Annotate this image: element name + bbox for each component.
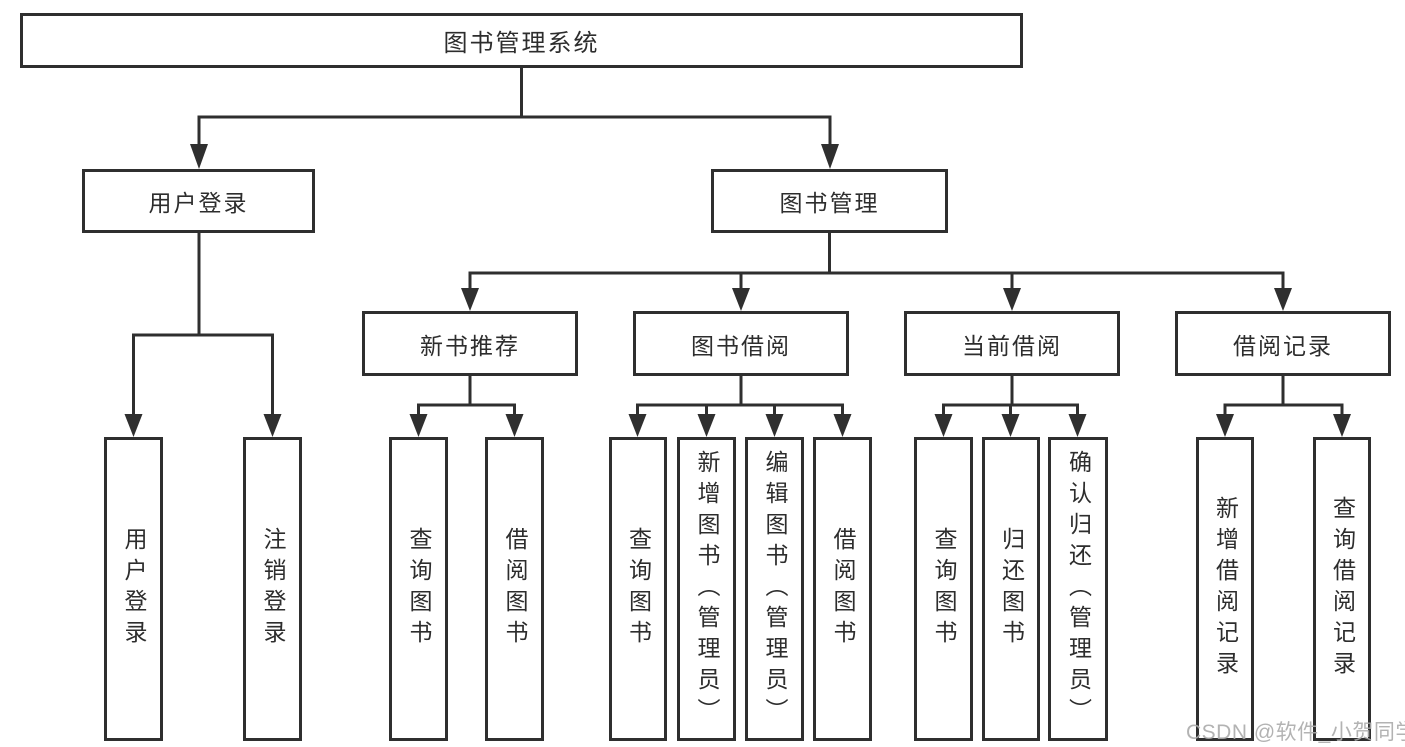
node-label: 图书管理 xyxy=(779,190,880,216)
node-label: 查询借阅记录 xyxy=(1329,496,1356,682)
arrowhead-icon xyxy=(1001,414,1020,437)
node-user-login: 用户登录 xyxy=(82,169,315,233)
leaf-confirm-return-admin: 确认归还（管理员） xyxy=(1048,437,1108,741)
connector-current-borrow-split xyxy=(934,374,1087,437)
node-current-borrowing: 当前借阅 xyxy=(904,311,1120,376)
leaf-logout: 注销登录 xyxy=(243,437,302,741)
node-label: 当前借阅 xyxy=(962,332,1062,359)
arrowhead-icon xyxy=(732,288,750,311)
node-label: 归还图书 xyxy=(998,527,1025,651)
node-book-borrowing: 图书借阅 xyxy=(633,311,849,376)
arrowhead-icon xyxy=(461,288,479,311)
connector-new-book-split xyxy=(409,374,524,437)
node-label: 查询图书 xyxy=(406,527,432,651)
leaf-query-books-borrowing: 查询图书 xyxy=(609,437,667,741)
connector-borrow-record-split xyxy=(1216,374,1351,437)
node-label: 新增借阅记录 xyxy=(1212,496,1239,682)
arrowhead-icon xyxy=(628,414,647,437)
leaf-query-books-recommend: 查询图书 xyxy=(389,437,448,741)
arrowhead-icon xyxy=(1216,414,1234,437)
node-label: 注销登录 xyxy=(260,527,286,651)
node-label: 借阅记录 xyxy=(1233,332,1333,359)
node-label: 查询图书 xyxy=(931,527,957,651)
arrowhead-icon xyxy=(409,414,428,437)
watermark: CSDN @软件_小贺同学 xyxy=(1186,721,1405,744)
node-label: 查询图书 xyxy=(625,527,652,651)
arrowhead-icon xyxy=(1003,288,1021,311)
node-library-system: 图书管理系统 xyxy=(20,13,1023,68)
node-label: 用户登录 xyxy=(121,527,147,651)
connector-root-split xyxy=(190,64,839,169)
arrowhead-icon xyxy=(833,414,852,437)
leaf-query-borrow-record: 查询借阅记录 xyxy=(1313,437,1371,741)
node-new-book-recommend: 新书推荐 xyxy=(362,311,578,376)
node-label: 确认归还（管理员） xyxy=(1065,449,1092,729)
arrowhead-icon xyxy=(1274,288,1292,311)
connector-user-login-split xyxy=(124,231,282,437)
arrowhead-icon xyxy=(1068,414,1087,437)
arrowhead-icon xyxy=(821,144,839,169)
leaf-borrow-books-recommend: 借阅图书 xyxy=(485,437,544,741)
leaf-query-books-current: 查询图书 xyxy=(914,437,973,741)
leaf-return-books: 归还图书 xyxy=(982,437,1040,741)
connector-book-borrow-split xyxy=(628,374,852,437)
node-label: 图书管理系统 xyxy=(443,30,600,57)
leaf-add-borrow-record: 新增借阅记录 xyxy=(1196,437,1254,741)
node-label: 新书推荐 xyxy=(420,332,520,359)
leaf-borrow-books: 借阅图书 xyxy=(813,437,872,741)
arrowhead-icon xyxy=(697,414,716,437)
leaf-user-login: 用户登录 xyxy=(104,437,163,741)
arrowhead-icon xyxy=(124,414,143,437)
node-borrow-records: 借阅记录 xyxy=(1175,311,1391,376)
node-label: 图书借阅 xyxy=(691,332,791,359)
connector-book-mgmt-split xyxy=(461,231,1292,311)
arrowhead-icon xyxy=(263,414,282,437)
node-label: 借阅图书 xyxy=(502,527,528,651)
arrowhead-icon xyxy=(934,414,953,437)
arrowhead-icon xyxy=(1333,414,1351,437)
arrowhead-icon xyxy=(765,414,784,437)
node-label: 用户登录 xyxy=(148,190,249,216)
arrowhead-icon xyxy=(505,414,524,437)
leaf-add-books-admin: 新增图书（管理员） xyxy=(677,437,736,741)
node-book-management: 图书管理 xyxy=(711,169,948,233)
arrowhead-icon xyxy=(190,144,208,169)
node-label: 新增图书（管理员） xyxy=(694,449,720,729)
leaf-edit-books-admin: 编辑图书（管理员） xyxy=(745,437,804,741)
node-label: 编辑图书（管理员） xyxy=(762,449,788,729)
node-label: 借阅图书 xyxy=(830,527,856,651)
